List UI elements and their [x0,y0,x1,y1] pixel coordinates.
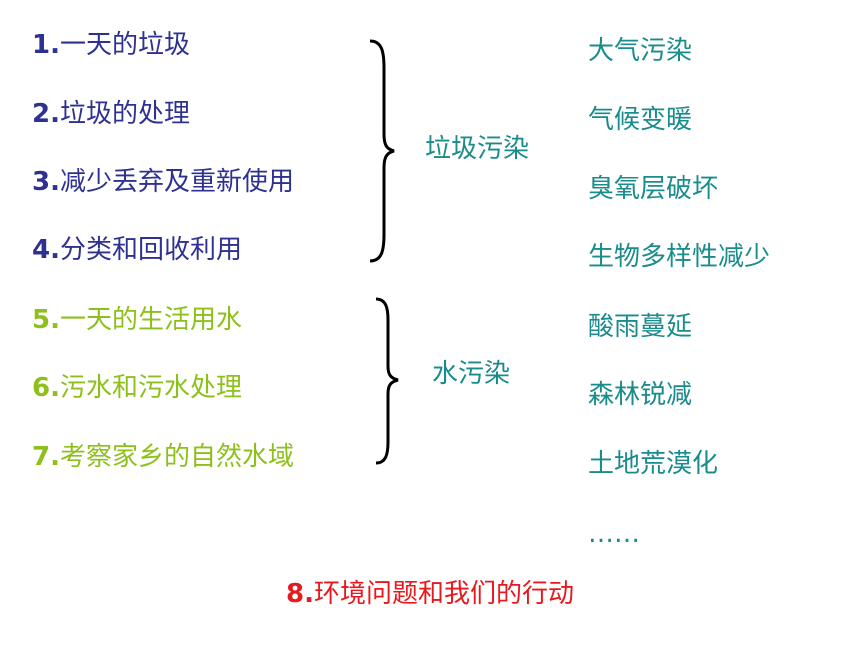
issue-desertification: 土地荒漠化 [588,449,719,479]
topic-text: 考察家乡的自然水域 [59,442,294,472]
topic-text: 减少丢弃及重新使用 [59,167,294,197]
topic-text: 分类和回收利用 [59,235,242,265]
topic-number: 8. [286,579,314,609]
issue-ozone-damage: 臭氧层破坏 [588,174,719,204]
topic-4: 4.分类和回收利用 [32,234,242,266]
topic-number: 5. [32,305,60,335]
topic-5: 5.一天的生活用水 [32,304,242,336]
topic-text: 垃圾的处理 [59,99,190,129]
topic-7: 7.考察家乡的自然水域 [32,441,294,473]
topic-number: 2. [32,99,60,129]
topic-text: 一天的生活用水 [59,305,242,335]
issue-ellipsis: …… [588,519,640,549]
topic-number: 7. [32,442,60,472]
issue-acid-rain: 酸雨蔓延 [588,312,693,342]
topic-3: 3.减少丢弃及重新使用 [32,166,294,198]
topic-2: 2.垃圾的处理 [32,98,190,130]
topic-1: 1.一天的垃圾 [32,29,190,61]
topic-number: 6. [32,373,60,403]
topic-text: 污水和污水处理 [59,373,242,403]
issue-biodiversity-loss: 生物多样性减少 [588,242,771,272]
topic-number: 1. [32,30,60,60]
garbage-group-brace [369,39,395,263]
topic-text: 环境问题和我们的行动 [313,579,574,609]
topic-8: 8.环境问题和我们的行动 [0,578,860,610]
issue-deforestation: 森林锐减 [588,380,693,410]
topic-number: 3. [32,167,60,197]
topic-6: 6.污水和污水处理 [32,372,242,404]
topic-number: 4. [32,235,60,265]
topic-text: 一天的垃圾 [59,30,190,60]
garbage-pollution-label: 垃圾污染 [425,134,530,164]
water-group-brace [375,297,399,465]
issue-air-pollution: 大气污染 [588,36,693,66]
issue-climate-warming: 气候变暖 [588,105,693,135]
water-pollution-label: 水污染 [432,359,511,389]
